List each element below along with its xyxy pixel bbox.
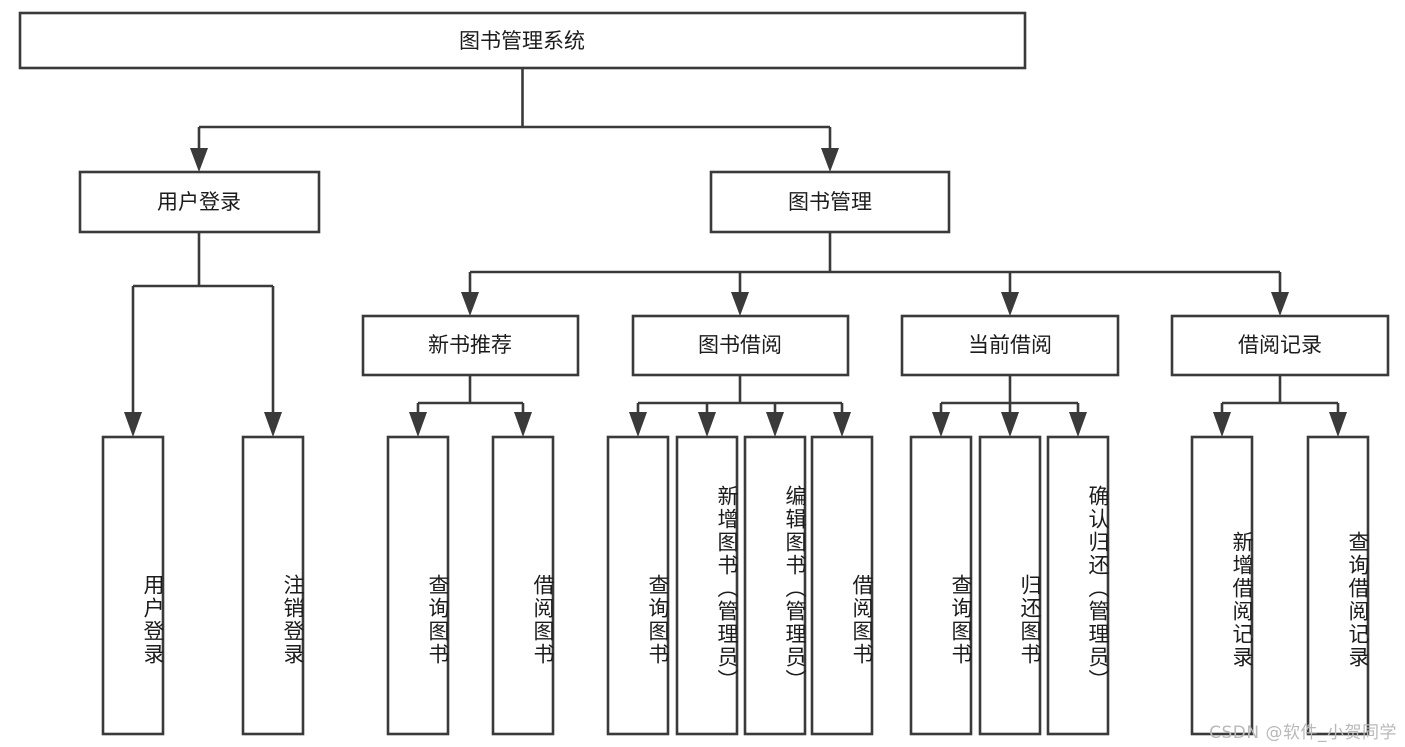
label-current-borrow: 当前借阅 (968, 333, 1052, 357)
arrow-head-bookborrow (731, 292, 749, 316)
node-box-borrow-records[interactable] (1170, 314, 1390, 377)
node-box-leaf-bookborrow-4[interactable] (810, 435, 874, 736)
label-borrow-records: 借阅记录 (1238, 333, 1322, 357)
arrow-head-leaf-bookborrow-2 (698, 412, 716, 437)
node-box-leaf-currentborrow-3[interactable] (1046, 435, 1110, 736)
node-box-current-borrow[interactable] (900, 314, 1120, 377)
node-box-leaf-bookborrow-1[interactable] (606, 435, 670, 736)
node-box-book-management[interactable] (709, 170, 951, 234)
label-book-borrow: 图书借阅 (698, 333, 782, 357)
label-root: 图书管理系统 (459, 29, 585, 53)
node-box-leaf-user-login-1[interactable] (101, 435, 165, 736)
arrow-head-leaf-currentborrow-3 (1069, 412, 1087, 437)
node-box-leaf-currentborrow-2[interactable] (978, 435, 1042, 736)
arrow-head-userlogin (190, 148, 208, 172)
node-box-leaf-borrowrecords-2[interactable] (1306, 435, 1370, 736)
arrow-head-leaf-bookborrow-4 (833, 412, 851, 437)
node-box-leaf-currentborrow-1[interactable] (909, 435, 973, 736)
node-box-new-book-recommend[interactable] (361, 314, 580, 377)
connector-group-borrowrecords (1213, 375, 1347, 437)
arrow-head-currentborrow (1001, 292, 1019, 316)
node-box-leaf-user-login-2[interactable] (241, 435, 305, 736)
arrow-head-leaf-newbook-2 (514, 412, 532, 437)
node-box-leaf-newbook-1[interactable] (386, 435, 450, 736)
node-box-user-login[interactable] (78, 170, 321, 234)
arrow-head-leaf-currentborrow-2 (1001, 412, 1019, 437)
arrow-head-leaf-user-login-2 (264, 412, 282, 437)
arrow-head-newbook (461, 292, 479, 316)
node-box-leaf-borrowrecords-1[interactable] (1190, 435, 1254, 736)
label-user-login: 用户登录 (157, 190, 241, 214)
arrow-head-leaf-bookborrow-1 (629, 412, 647, 437)
node-box-leaf-bookborrow-3[interactable] (743, 435, 807, 736)
arrow-head-leaf-user-login-1 (124, 412, 142, 437)
connector-group-root (190, 68, 839, 172)
arrow-head-leaf-newbook-1 (409, 412, 427, 437)
connector-group-currentborrow (932, 375, 1087, 437)
arrow-head-leaf-borrowrecords-2 (1329, 412, 1347, 437)
label-book-management: 图书管理 (788, 190, 872, 214)
csdn-watermark: CSDN @软件_小贺同学 (1209, 723, 1397, 743)
node-box-leaf-newbook-2[interactable] (491, 435, 555, 736)
arrow-head-borrowrecords (1271, 292, 1289, 316)
node-box-leaf-bookborrow-2[interactable] (675, 435, 739, 736)
arrow-head-leaf-currentborrow-1 (932, 412, 950, 437)
connector-group-userlogin (124, 232, 282, 437)
arrow-head-bookmgmt (821, 148, 839, 172)
label-new-book-recommend: 新书推荐 (428, 333, 512, 357)
connector-group-bookmgmt (461, 232, 1289, 316)
arrow-head-leaf-borrowrecords-1 (1213, 412, 1231, 437)
node-box-book-borrow[interactable] (631, 314, 850, 377)
arrow-head-leaf-bookborrow-3 (766, 412, 784, 437)
connector-group-newbook (409, 375, 532, 437)
node-box-root[interactable] (18, 11, 1027, 70)
connector-group-bookborrow (629, 375, 851, 437)
